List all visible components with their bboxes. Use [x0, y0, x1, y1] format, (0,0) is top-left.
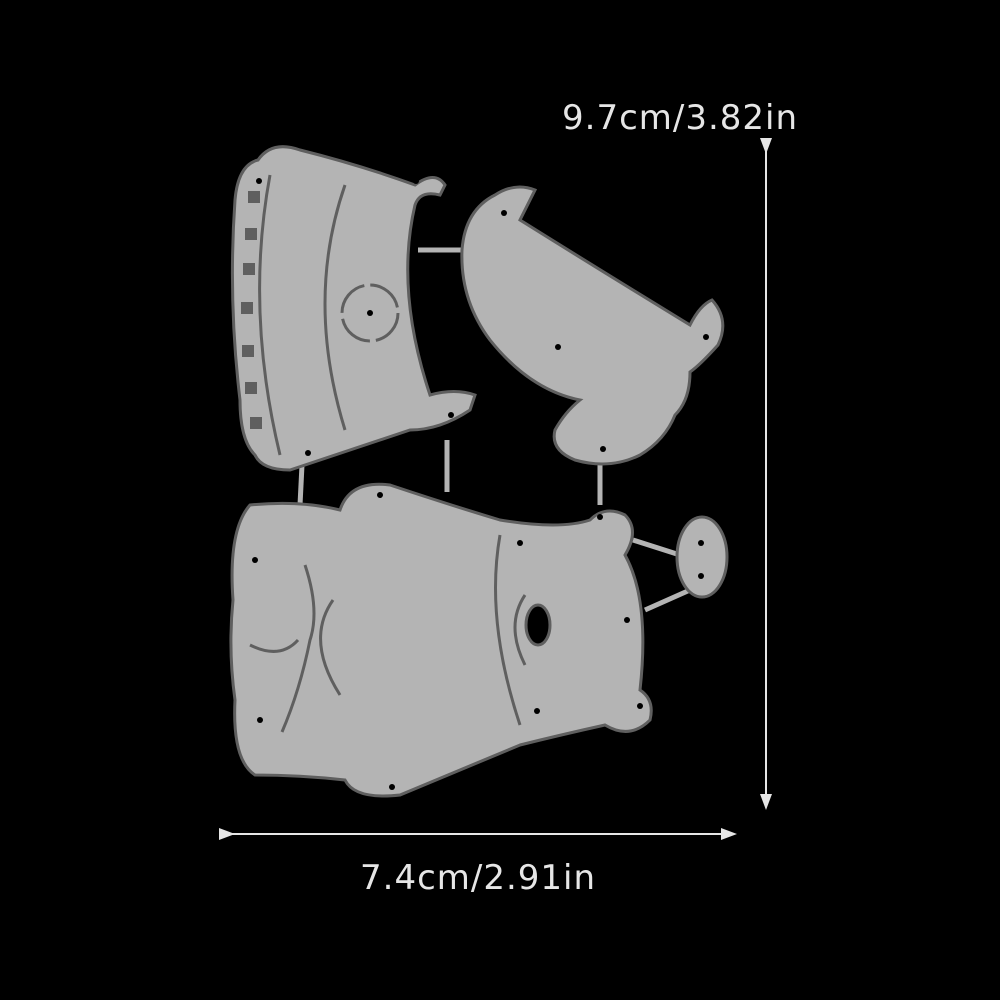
bear-piece: [229, 482, 653, 798]
height-dimension-label: 9.7cm/3.82in: [562, 98, 799, 138]
connector-sprues: [297, 247, 692, 613]
width-dimension-label: 7.4cm/2.91in: [360, 858, 597, 898]
pillow-piece: [460, 185, 725, 466]
bed-blanket-piece: [230, 145, 477, 472]
nose-oval-piece: [675, 515, 729, 599]
